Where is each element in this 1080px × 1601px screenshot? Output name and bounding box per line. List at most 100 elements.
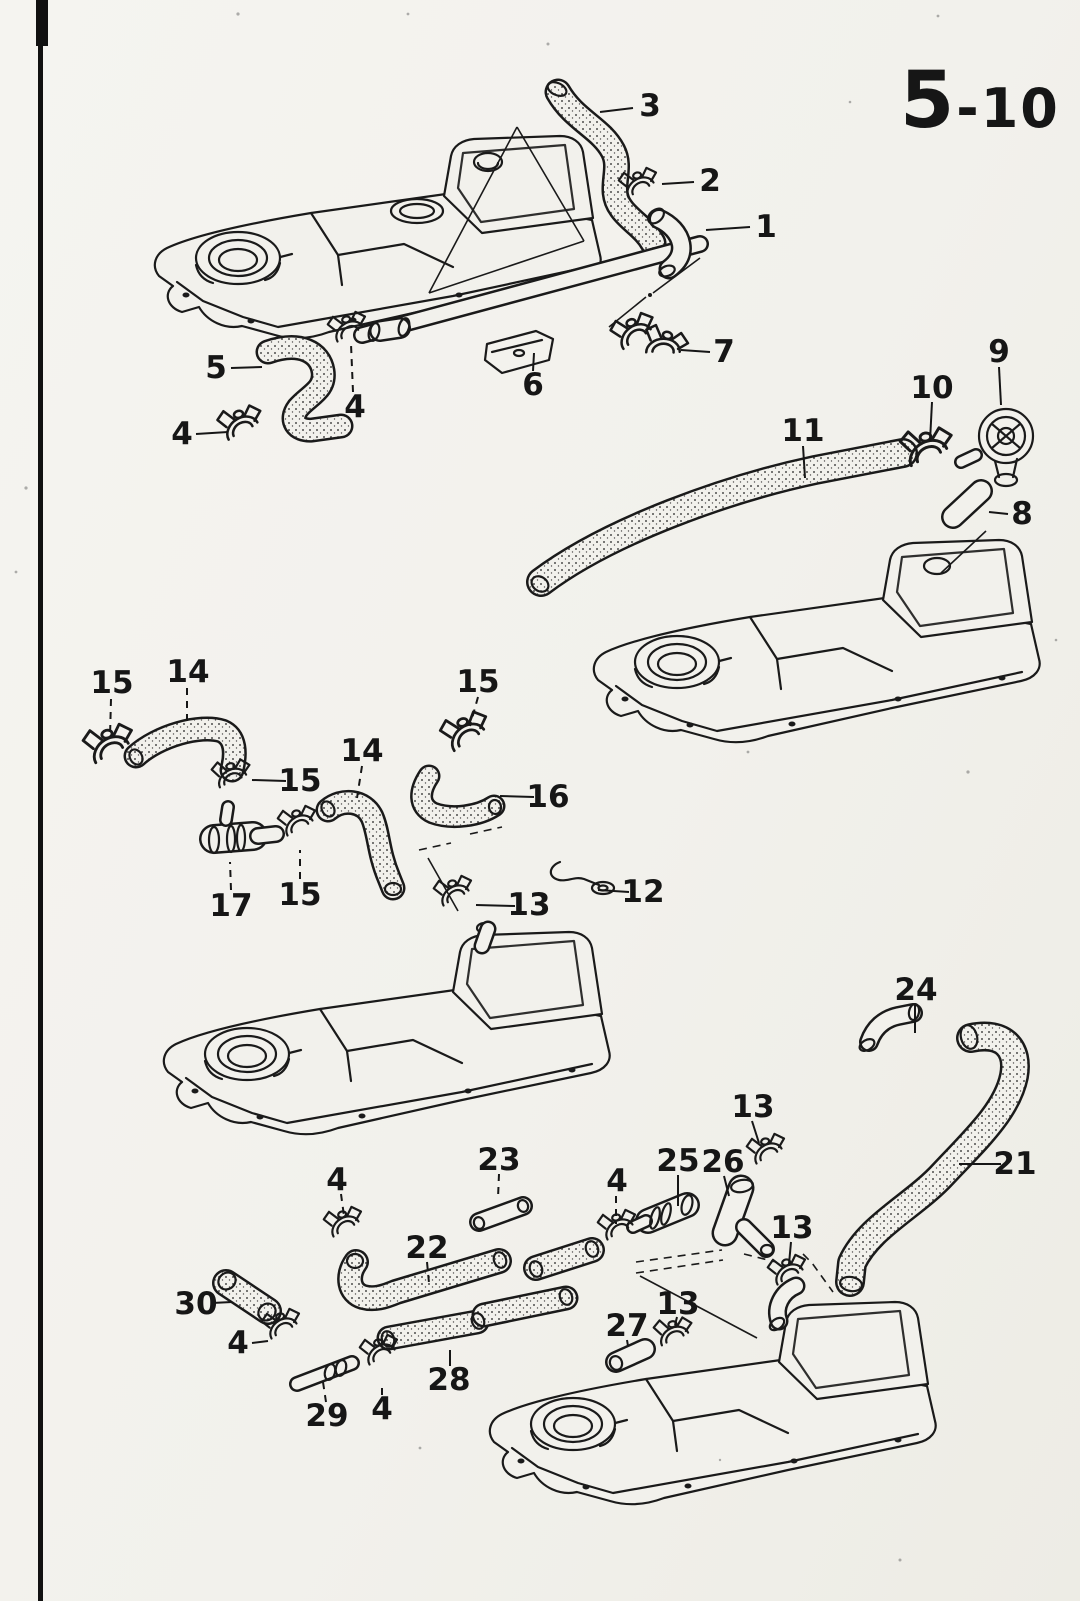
scan-noise (14, 12, 1058, 1562)
hose-22 (337, 1248, 512, 1312)
hose-5 (255, 335, 354, 443)
binding-edge-bar (38, 0, 43, 1601)
connector-23 (469, 1196, 533, 1232)
callout-leader-10 (929, 401, 933, 442)
callout-13: 13 (731, 1089, 774, 1125)
hose-14-left (123, 716, 247, 783)
callout-4: 4 (371, 1391, 393, 1427)
callout-leader-27 (626, 1339, 629, 1347)
callout-15: 15 (456, 664, 499, 700)
callout-17: 17 (209, 888, 252, 924)
clamp-15-d (436, 705, 495, 755)
callout-24: 24 (894, 972, 937, 1008)
callout-13: 13 (770, 1210, 813, 1246)
valve-cover-top (153, 134, 602, 340)
callout-26: 26 (701, 1144, 744, 1180)
clamp-4-a (214, 400, 267, 443)
pipe-collar (369, 317, 411, 342)
hoses-and-fittings (123, 78, 1030, 1392)
callout-4: 4 (171, 416, 193, 452)
callout-6: 6 (522, 367, 544, 403)
callout-leader-23 (497, 1173, 500, 1199)
callout-2: 2 (699, 163, 721, 199)
callout-15: 15 (278, 877, 321, 913)
callout-23: 23 (477, 1142, 520, 1178)
callout-leader-5 (230, 366, 263, 369)
callout-leader-13 (751, 1120, 760, 1144)
callout-leader-4 (340, 1193, 345, 1217)
callout-leader-4 (195, 431, 229, 435)
callout-12: 12 (621, 874, 664, 910)
callout-leader-9 (998, 366, 1002, 406)
callout-leader-3 (599, 107, 634, 113)
hose-21 (835, 1021, 1030, 1297)
elbow-24 (859, 1003, 923, 1052)
binding-edge-bar-top (36, 0, 48, 46)
callout-4: 4 (227, 1325, 249, 1361)
callout-15: 15 (90, 665, 133, 701)
callout-leader-15 (251, 779, 287, 782)
callout-5: 5 (205, 350, 227, 386)
callout-leader-13 (674, 1316, 678, 1326)
hook-12 (549, 860, 616, 896)
callout-4: 4 (606, 1163, 628, 1199)
callout-leader-11 (802, 445, 806, 479)
callout-4: 4 (344, 389, 366, 425)
t-piece-26 (711, 1174, 775, 1258)
callout-29: 29 (305, 1398, 348, 1434)
oval-opening-top-cover (389, 197, 445, 225)
valve-17 (199, 800, 285, 854)
callout-15: 15 (278, 763, 321, 799)
hose-16 (410, 764, 506, 829)
callout-leader-13 (788, 1241, 792, 1265)
callout-leader-7 (680, 349, 711, 353)
callout-leader-6 (532, 352, 535, 372)
callout-14: 14 (340, 733, 383, 769)
nipple-stem-c (473, 920, 497, 955)
callout-leader-22 (426, 1261, 430, 1284)
callout-9: 9 (988, 334, 1010, 370)
page-number: 5-10 (900, 56, 1060, 146)
callout-7: 7 (713, 334, 735, 370)
callout-21: 21 (993, 1146, 1036, 1182)
callout-leader-12 (597, 889, 630, 893)
callout-leader-8 (988, 511, 1009, 515)
callout-leader-4 (251, 1340, 269, 1344)
cap-hole-top-cover (472, 151, 504, 173)
connector-8 (941, 479, 993, 529)
callout-10: 10 (910, 370, 953, 406)
callout-leader-1 (705, 226, 751, 231)
callout-leader-15 (109, 698, 112, 738)
hose-14-right (315, 789, 406, 901)
callout-27: 27 (605, 1308, 648, 1344)
clamp-7a (606, 307, 661, 353)
callout-leader-30 (211, 1301, 233, 1304)
hose-3 (544, 78, 667, 257)
callout-leader-14 (356, 765, 363, 799)
callout-leader-13 (475, 904, 516, 907)
projection-lines (418, 126, 987, 1339)
stem-9 (954, 448, 983, 469)
callout-22: 22 (405, 1230, 448, 1266)
callout-11: 11 (781, 413, 824, 449)
callout-3: 3 (639, 88, 661, 124)
hose-22-segment (523, 1237, 605, 1281)
clamp-13-b (744, 1129, 790, 1166)
valve-cover-bottom (488, 1300, 937, 1506)
callout-13: 13 (656, 1286, 699, 1322)
callout-leader-16 (499, 795, 535, 798)
callout-30: 30 (174, 1286, 217, 1322)
clamp-7b (639, 321, 692, 364)
callout-1: 1 (755, 209, 777, 245)
callout-16: 16 (526, 779, 569, 815)
hose-28-b (471, 1285, 579, 1328)
callout-leader-17 (229, 861, 232, 891)
hose-28-a (376, 1309, 490, 1351)
callout-leader-4 (350, 343, 354, 393)
callout-4: 4 (326, 1162, 348, 1198)
callout-leader-29 (322, 1381, 327, 1403)
callout-28: 28 (427, 1362, 470, 1398)
bracket-6 (483, 329, 555, 375)
